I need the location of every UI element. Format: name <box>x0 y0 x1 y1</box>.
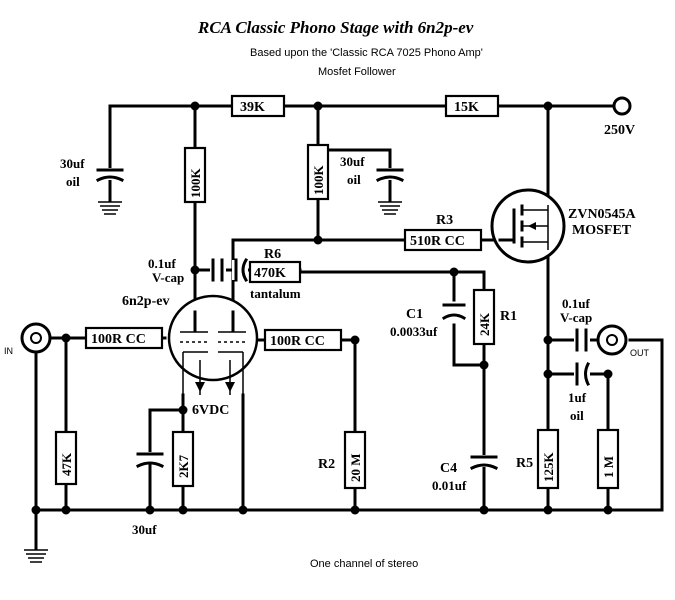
resistor-15k: 15K <box>444 94 500 118</box>
diagram-title: RCA Classic Phono Stage with 6n2p-ev <box>197 18 474 37</box>
capacitor-tantalum: tantalum <box>232 257 301 301</box>
resistor-100r-grid2: 100R CC <box>263 328 343 352</box>
svg-text:R5: R5 <box>516 456 533 471</box>
ground-symbol-1 <box>98 201 122 215</box>
svg-text:100R CC: 100R CC <box>91 332 146 347</box>
svg-text:47K: 47K <box>59 452 74 476</box>
svg-text:100R CC: 100R CC <box>270 334 325 349</box>
resistor-100r-input: 100R CC <box>84 326 164 350</box>
junction-dots <box>31 101 613 515</box>
capacitor-supply-2: 30uf oil <box>340 154 405 187</box>
diagram-subtitle-1: Based upon the 'Classic RCA 7025 Phono A… <box>250 47 483 59</box>
svg-text:470K: 470K <box>254 266 286 281</box>
svg-text:39K: 39K <box>240 100 265 115</box>
svg-text:2K7: 2K7 <box>176 454 191 478</box>
resistor-39k: 39K <box>230 94 286 118</box>
svg-text:15K: 15K <box>454 100 479 115</box>
svg-text:100K: 100K <box>188 168 203 199</box>
capacitor-c1: C1 0.0033uf <box>390 303 467 339</box>
input-label: IN <box>4 346 13 356</box>
mosfet-part-label: ZVN0545A <box>568 207 637 222</box>
tube-name-label: 6n2p-ev <box>122 294 169 309</box>
svg-text:0.1uf: 0.1uf <box>562 296 590 311</box>
svg-text:30uf: 30uf <box>340 154 365 169</box>
svg-text:30uf: 30uf <box>60 156 85 171</box>
capacitor-coupling-vcap: 0.1uf V-cap <box>148 256 226 285</box>
ground-symbol-main <box>24 549 48 563</box>
svg-text:oil: oil <box>66 174 80 189</box>
svg-text:125K: 125K <box>541 452 556 483</box>
capacitor-supply-1: 30uf oil <box>60 156 125 189</box>
supply-voltage-label: 250V <box>604 123 635 138</box>
svg-text:R2: R2 <box>318 457 335 472</box>
svg-text:1 M: 1 M <box>601 456 616 478</box>
capacitor-cathode: 30uf <box>132 452 165 537</box>
tube-heater-label: 6VDC <box>192 403 229 418</box>
svg-text:510R CC: 510R CC <box>410 234 465 249</box>
svg-text:C1: C1 <box>406 307 423 322</box>
output-label: OUT <box>630 348 650 358</box>
svg-text:24K: 24K <box>477 312 492 336</box>
supply-terminal <box>612 96 632 116</box>
svg-text:R3: R3 <box>436 213 453 228</box>
svg-text:1uf: 1uf <box>568 390 587 405</box>
wiring <box>34 104 664 550</box>
capacitor-output-oil: 1uf oil <box>568 361 591 423</box>
resistor-100k-b: 100K <box>306 143 330 201</box>
svg-text:100K: 100K <box>311 165 326 196</box>
diagram-subtitle-2: Mosfet Follower <box>318 66 396 78</box>
mosfet-type-label: MOSFET <box>572 223 632 238</box>
svg-text:V-cap: V-cap <box>560 310 592 325</box>
svg-text:oil: oil <box>570 408 584 423</box>
input-jack: IN <box>4 322 52 356</box>
svg-text:0.01uf: 0.01uf <box>432 478 467 493</box>
svg-text:30uf: 30uf <box>132 522 157 537</box>
svg-text:C4: C4 <box>440 461 457 476</box>
svg-text:20 M: 20 M <box>348 453 363 482</box>
resistor-r3: 510R CC R3 <box>403 213 483 252</box>
tube-6n2p-ev: 6n2p-ev 6VDC <box>122 294 259 418</box>
svg-text:R6: R6 <box>264 247 281 262</box>
resistor-47k: 47K <box>54 430 78 486</box>
resistor-r1: 24K R1 <box>472 288 517 346</box>
resistor-r6: 470K R6 <box>248 247 302 284</box>
svg-text:tantalum: tantalum <box>250 286 301 301</box>
diagram-footer: One channel of stereo <box>310 558 418 570</box>
capacitor-output-vcap: 0.1uf V-cap <box>560 296 592 352</box>
svg-text:0.0033uf: 0.0033uf <box>390 324 438 339</box>
resistor-2k7: 2K7 <box>171 430 195 488</box>
mosfet-zvn0545a: ZVN0545A MOSFET <box>490 188 637 264</box>
resistor-r2: 20 M R2 <box>318 430 367 490</box>
ground-symbol-2 <box>378 201 402 215</box>
output-jack: OUT <box>596 324 650 358</box>
capacitor-c4: C4 0.01uf <box>432 455 499 493</box>
resistor-1m: 1 M <box>596 428 620 490</box>
resistor-r5: 125K R5 <box>516 428 560 490</box>
svg-text:oil: oil <box>347 172 361 187</box>
svg-text:R1: R1 <box>500 309 517 324</box>
svg-text:0.1uf: 0.1uf <box>148 256 176 271</box>
resistor-100k-a: 100K <box>183 146 207 204</box>
svg-text:V-cap: V-cap <box>152 270 184 285</box>
